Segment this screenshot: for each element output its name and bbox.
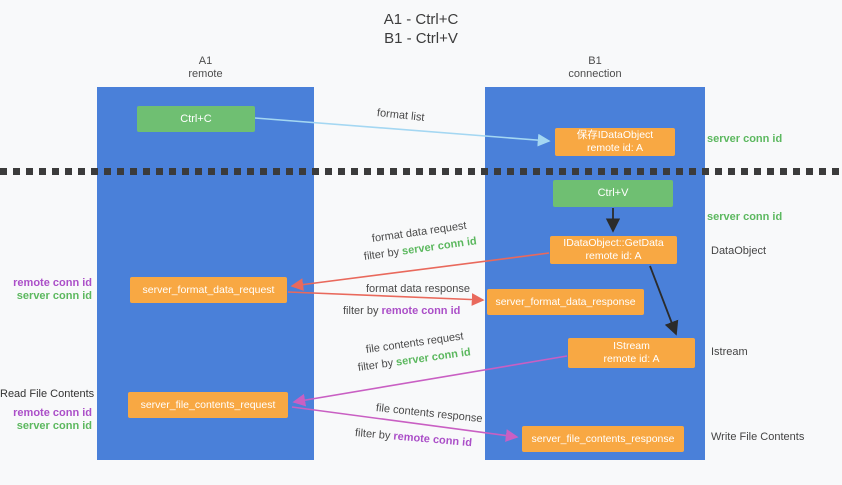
arrow-label-format-data-response: format data response: [366, 283, 470, 295]
lane-a1-subtitle: remote: [188, 68, 223, 80]
node-server-file-contents-response: server_file_contents_response: [522, 426, 684, 452]
node-istream-title: IStream: [613, 340, 650, 352]
lane-header-a1: A1 remote: [97, 55, 314, 81]
node-getdata-remote-id: remote id: A: [585, 250, 642, 262]
label-server-conn-id-1: server conn id: [16, 290, 92, 302]
arrow-label-format-list: format list: [376, 107, 426, 124]
node-server-file-contents-request: server_file_contents_request: [128, 392, 288, 418]
remote-conn-id-text: remote conn id: [392, 430, 473, 450]
label-remote-conn-id-2: remote conn id: [13, 407, 92, 419]
remote-conn-id-text: remote conn id: [381, 305, 461, 317]
arrow-label-filter-remote-conn-id-2: filter by remote conn id: [354, 427, 472, 449]
label-remote-conn-id-1: remote conn id: [13, 277, 92, 289]
node-server-format-data-request: server_format_data_request: [130, 277, 287, 303]
node-getdata-title: IDataObject::GetData: [563, 237, 664, 249]
label-istream: Istream: [711, 346, 748, 358]
label-server-conn-id-top: server conn id: [707, 133, 783, 145]
node-server-format-data-response: server_format_data_response: [487, 289, 644, 315]
label-server-conn-id-2: server conn id: [16, 420, 92, 432]
dashed-divider: [0, 168, 842, 175]
lane-a1-name: A1: [198, 55, 213, 67]
node-idataobject-getdata: IDataObject::GetData remote id: A: [550, 236, 677, 264]
lane-header-b1: B1 connection: [485, 55, 705, 81]
arrow-label-file-contents-response: file contents response: [375, 402, 484, 426]
node-ctrl-c: Ctrl+C: [137, 106, 255, 132]
diagram-title: A1 - Ctrl+C B1 - Ctrl+V: [0, 10, 842, 48]
node-istream-remote-id: remote id: A: [603, 353, 660, 365]
arrow-label-filter-remote-conn-id-1: filter by remote conn id: [343, 305, 460, 317]
node-save-idataobject-remote-id: remote id: A: [586, 142, 644, 154]
lane-b1-subtitle: connection: [568, 68, 622, 80]
node-save-idataobject: 保存IDataObject remote id: A: [555, 128, 675, 156]
node-save-idataobject-title: 保存IDataObject: [576, 129, 654, 141]
label-write-file-contents: Write File Contents: [711, 431, 805, 443]
title-line-2: B1 - Ctrl+V: [384, 30, 458, 47]
filter-by-text: filter by: [343, 305, 382, 317]
filter-by-text: filter by: [357, 356, 397, 374]
label-server-conn-id-mid: server conn id: [707, 211, 783, 223]
node-istream: IStream remote id: A: [568, 338, 695, 368]
label-dataobject: DataObject: [711, 245, 767, 257]
title-line-1: A1 - Ctrl+C: [383, 11, 459, 28]
filter-by-text: filter by: [354, 427, 394, 443]
filter-by-text: filter by: [363, 245, 403, 263]
node-ctrl-v: Ctrl+V: [553, 180, 673, 207]
lane-b1-name: B1: [588, 55, 602, 67]
label-read-file-contents: Read File Contents: [0, 388, 95, 400]
